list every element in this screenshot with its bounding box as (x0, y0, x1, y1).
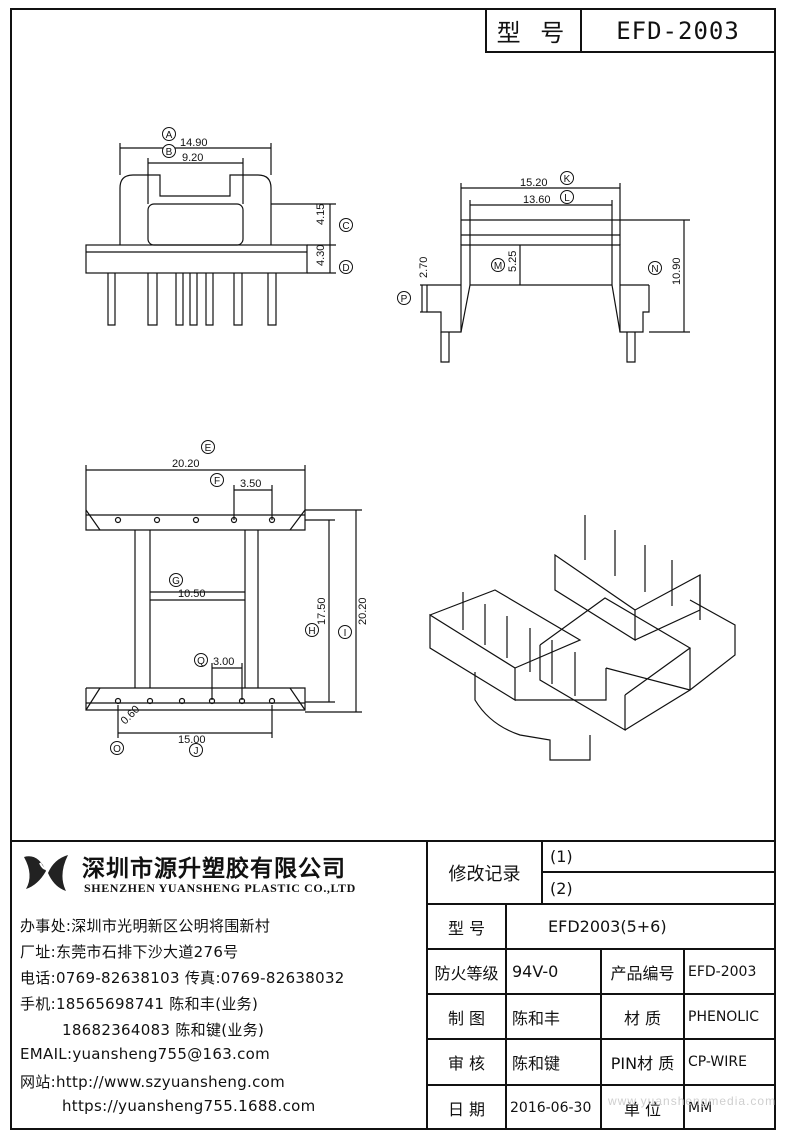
drawn-by-label: 制 图 (447, 1008, 486, 1028)
callout-E: E (205, 443, 212, 454)
callout-circles (110, 127, 662, 757)
callout-F: F (214, 476, 220, 487)
side-view (420, 183, 690, 363)
dim-P: 2.70 (418, 257, 430, 278)
callout-O: O (113, 744, 121, 755)
divider (683, 948, 685, 1130)
dim-F: 3.50 (240, 478, 261, 490)
unit-value: MM (688, 1100, 713, 1116)
callout-G: G (172, 576, 180, 587)
dim-C: 4.15 (315, 204, 327, 225)
divider (600, 948, 602, 1130)
company-logo-icon (24, 855, 68, 891)
divider (426, 840, 428, 1130)
dim-A: 14.90 (180, 137, 208, 149)
divider (426, 903, 776, 905)
dim-E: 20.20 (172, 458, 200, 470)
fire-rating-value: 94V-0 (512, 962, 559, 981)
callout-A: A (166, 130, 173, 141)
date-value: 2016-06-30 (510, 1100, 592, 1116)
pin-material-value: CP-WIRE (688, 1054, 747, 1070)
dim-I: 20.20 (357, 597, 369, 625)
bottom-view (85, 465, 362, 738)
website-1[interactable]: 网站:http://www.szyuansheng.com (20, 1073, 286, 1091)
callout-N: N (651, 264, 658, 275)
company-name-cn: 深圳市源升塑胶有限公司 (82, 856, 346, 882)
revision-row-1: (1) (550, 847, 573, 866)
product-no-value: EFD-2003 (688, 963, 757, 980)
callout-M: M (494, 261, 502, 272)
dim-M: 5.25 (507, 251, 519, 272)
model-label: 型 号 (447, 918, 486, 938)
callout-H: H (308, 626, 315, 637)
material-value: PHENOLIC (688, 1008, 760, 1025)
isometric-view (429, 515, 736, 761)
date-label: 日 期 (447, 1100, 486, 1119)
dim-B: 9.20 (182, 152, 203, 164)
callout-letters: A B C D K L M N P E F G H I Q O J (113, 130, 659, 757)
callout-K: K (564, 174, 571, 185)
dim-O: 0.60 (119, 703, 143, 727)
model-header-value: EFD-2003 (616, 16, 740, 45)
callout-P: P (401, 294, 408, 305)
callout-Q: Q (197, 656, 205, 667)
drawing-frame (10, 8, 776, 1130)
model-value: EFD2003(5+6) (548, 917, 667, 936)
callout-C: C (342, 221, 349, 232)
dim-D: 4.30 (315, 245, 327, 266)
model-header-label: 型 号 (487, 10, 582, 51)
front-view (85, 143, 336, 326)
checked-by-label: 审 核 (447, 1054, 486, 1073)
callout-J: J (194, 746, 199, 757)
callout-B: B (166, 147, 173, 158)
pin-material-label: PIN材 质 (610, 1054, 675, 1073)
email[interactable]: EMAIL:yuansheng755@163.com (20, 1045, 271, 1063)
factory-address: 厂址:东莞市石排下沙大道276号 (20, 943, 239, 961)
model-header: 型 号 EFD-2003 (485, 8, 776, 53)
dim-J: 15.00 (178, 734, 206, 746)
title-block (10, 840, 776, 1130)
mobile-1: 手机:18565698741 陈和丰(业务) (20, 995, 259, 1013)
drawn-by-value: 陈和丰 (512, 1008, 561, 1028)
material-label: 材 质 (623, 1008, 662, 1028)
website-2[interactable]: https://yuansheng755.1688.com (62, 1097, 316, 1115)
mobile-2: 18682364083 陈和键(业务) (62, 1021, 265, 1039)
watermark: www.yuanshengmedia.com (608, 1094, 777, 1108)
checked-by-value: 陈和键 (512, 1054, 561, 1073)
callout-L: L (564, 193, 570, 204)
technical-drawing: 14.90 9.20 4.15 4.30 15.20 13.60 5.25 10… (85, 127, 736, 761)
company-name-en: SHENZHEN YUANSHENG PLASTIC CO.,LTD (84, 881, 356, 895)
dim-H: 17.50 (316, 597, 328, 625)
dim-G: 10.50 (178, 588, 206, 600)
dim-Q: 3.00 (213, 656, 234, 668)
dim-N: 10.90 (671, 257, 683, 285)
divider (505, 903, 507, 1130)
product-no-label: 产品编号 (610, 963, 675, 983)
revision-label: 修改记录 (448, 863, 521, 885)
phone-fax: 电话:0769-82638103 传真:0769-82638032 (20, 969, 345, 987)
divider (541, 871, 776, 873)
unit-label: 单 位 (623, 1100, 662, 1119)
dim-K: 15.20 (520, 177, 548, 189)
callout-I: I (344, 628, 347, 639)
fire-rating-label: 防火等级 (434, 963, 499, 983)
dim-L: 13.60 (523, 194, 551, 206)
divider (774, 840, 776, 1130)
callout-D: D (342, 263, 349, 274)
company-header: 深圳市源升塑胶有限公司 SHENZHEN YUANSHENG PLASTIC C… (12, 843, 417, 905)
revision-row-2: (2) (550, 878, 573, 898)
office-address: 办事处:深圳市光明新区公明将围新村 (20, 917, 271, 935)
